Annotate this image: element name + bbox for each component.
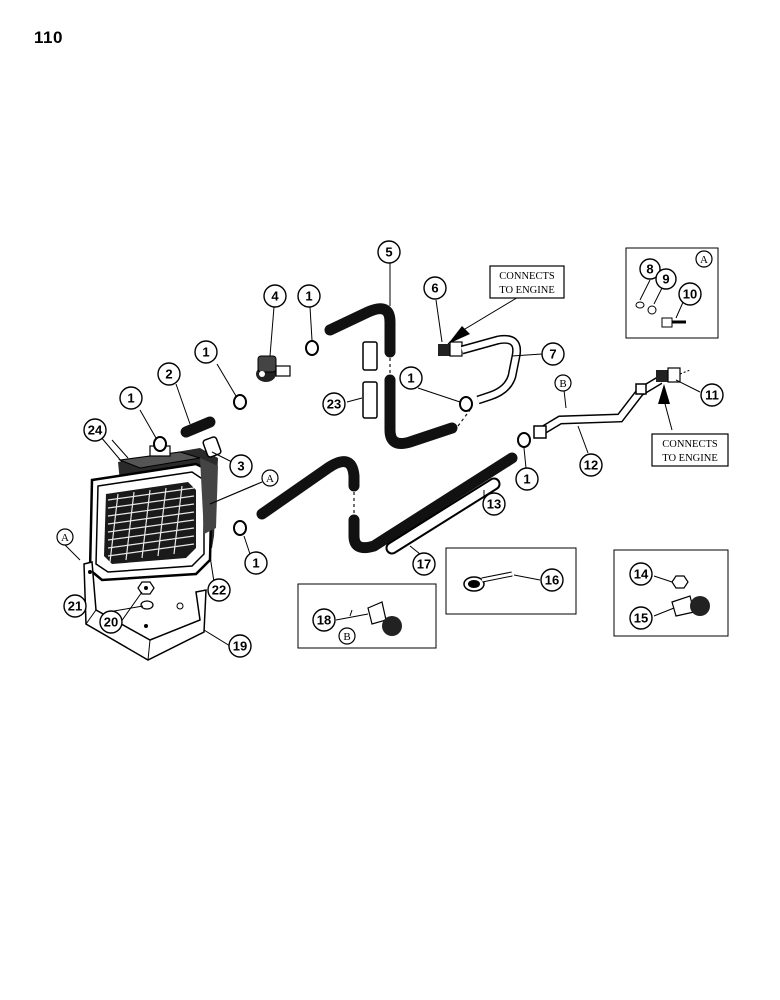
callout-13: 13 — [482, 492, 506, 516]
sleeve-23 — [362, 341, 378, 419]
valve-4 — [256, 355, 291, 382]
callout-1: 1 — [194, 340, 218, 364]
callout-label: 11 — [705, 388, 719, 403]
callout-label: 2 — [165, 367, 172, 382]
ref-label: B — [559, 378, 566, 390]
callout-label: 17 — [417, 557, 431, 572]
page-number: 110 — [34, 28, 63, 47]
tube-7 — [460, 334, 522, 405]
callout-label: 22 — [212, 583, 226, 598]
callout-label: 10 — [683, 287, 697, 302]
callout-6: 6 — [423, 276, 447, 300]
callout-label: 7 — [549, 347, 556, 362]
callout-1: 1 — [119, 386, 143, 410]
callout-20: 20 — [99, 610, 123, 634]
hose-upper-return — [256, 456, 360, 520]
coupler-3 — [202, 436, 222, 458]
callout-label: 18 — [317, 613, 331, 628]
note-line: TO ENGINE — [499, 285, 555, 296]
callout-label: 1 — [252, 556, 259, 571]
callout-label: 4 — [271, 289, 279, 304]
callout-22: 22 — [207, 578, 231, 602]
ref-label: A — [266, 473, 274, 485]
hose-5 — [324, 303, 471, 449]
fitting-11 — [656, 367, 691, 383]
ref-label: A — [61, 532, 69, 544]
callout-1: 1 — [244, 551, 268, 575]
nut-21 — [137, 581, 155, 595]
callout-label: 6 — [431, 281, 438, 296]
pipe-12 — [533, 376, 663, 439]
callout-8: 8 — [639, 258, 661, 280]
callout-7: 7 — [541, 342, 565, 366]
engine-arrowheads — [448, 326, 670, 404]
callout-label: 1 — [407, 371, 414, 386]
inset-b-box — [297, 583, 437, 649]
ref-a: A — [261, 469, 279, 487]
callout-label: 1 — [305, 289, 312, 304]
callout-label: 14 — [634, 567, 649, 582]
callout-label: 15 — [634, 611, 648, 626]
callout-label: 24 — [88, 423, 103, 438]
callout-24: 24 — [83, 418, 107, 442]
washer-20 — [140, 600, 154, 610]
reference-letters: A A A B B — [56, 250, 713, 645]
callout-label: 1 — [202, 345, 209, 360]
callout-label: 13 — [487, 497, 501, 512]
callout-14: 14 — [629, 562, 653, 586]
callout-10: 10 — [678, 282, 702, 306]
ref-a: A — [56, 528, 74, 546]
callout-label: 23 — [327, 397, 341, 412]
heater-assembly — [88, 445, 263, 582]
note-connects-engine-1: CONNECTS TO ENGINE — [489, 265, 565, 299]
hose-13 — [348, 452, 518, 554]
callout-23: 23 — [322, 392, 346, 416]
callout-label: 16 — [545, 573, 559, 588]
ref-a: A — [695, 250, 713, 268]
callouts: 1 1 1 1 1 1 2 3 4 5 6 7 8 9 10 11 12 13 … — [63, 240, 724, 658]
callout-19: 19 — [228, 634, 252, 658]
callout-16: 16 — [540, 568, 564, 592]
ref-b: B — [338, 627, 356, 645]
callout-2: 2 — [157, 362, 181, 386]
callout-21: 21 — [63, 594, 87, 618]
callout-3: 3 — [229, 454, 253, 478]
callout-label: 5 — [385, 245, 392, 260]
ref-label: A — [700, 254, 708, 266]
callout-11: 11 — [700, 383, 724, 407]
bracket-19 — [83, 561, 207, 661]
callout-label: 19 — [233, 639, 247, 654]
callout-label: 20 — [104, 615, 118, 630]
note-connects-engine-2: CONNECTS TO ENGINE — [651, 433, 729, 467]
callout-1: 1 — [297, 284, 321, 308]
callout-label: 1 — [127, 391, 134, 406]
hose-2 — [180, 416, 216, 438]
note-line: CONNECTS — [662, 439, 718, 450]
hose-17 — [385, 477, 501, 555]
callout-9: 9 — [655, 268, 677, 290]
callout-label: 21 — [68, 599, 82, 614]
callout-label: 1 — [523, 472, 530, 487]
callout-5: 5 — [377, 240, 401, 264]
callout-1: 1 — [515, 467, 539, 491]
ref-b: B — [554, 374, 572, 392]
callout-label: 9 — [662, 272, 669, 287]
callout-18: 18 — [312, 608, 336, 632]
callout-1: 1 — [399, 366, 423, 390]
callout-label: 8 — [646, 262, 653, 277]
callout-17: 17 — [412, 552, 436, 576]
callout-4: 4 — [263, 284, 287, 308]
fitting-6 — [438, 341, 463, 357]
callout-12: 12 — [579, 453, 603, 477]
note-line: CONNECTS — [499, 271, 555, 282]
ref-label: B — [343, 631, 350, 643]
callout-label: 3 — [237, 459, 244, 474]
callout-15: 15 — [629, 606, 653, 630]
callout-label: 12 — [584, 458, 598, 473]
hose-clamps — [153, 340, 531, 536]
note-line: TO ENGINE — [662, 453, 718, 464]
